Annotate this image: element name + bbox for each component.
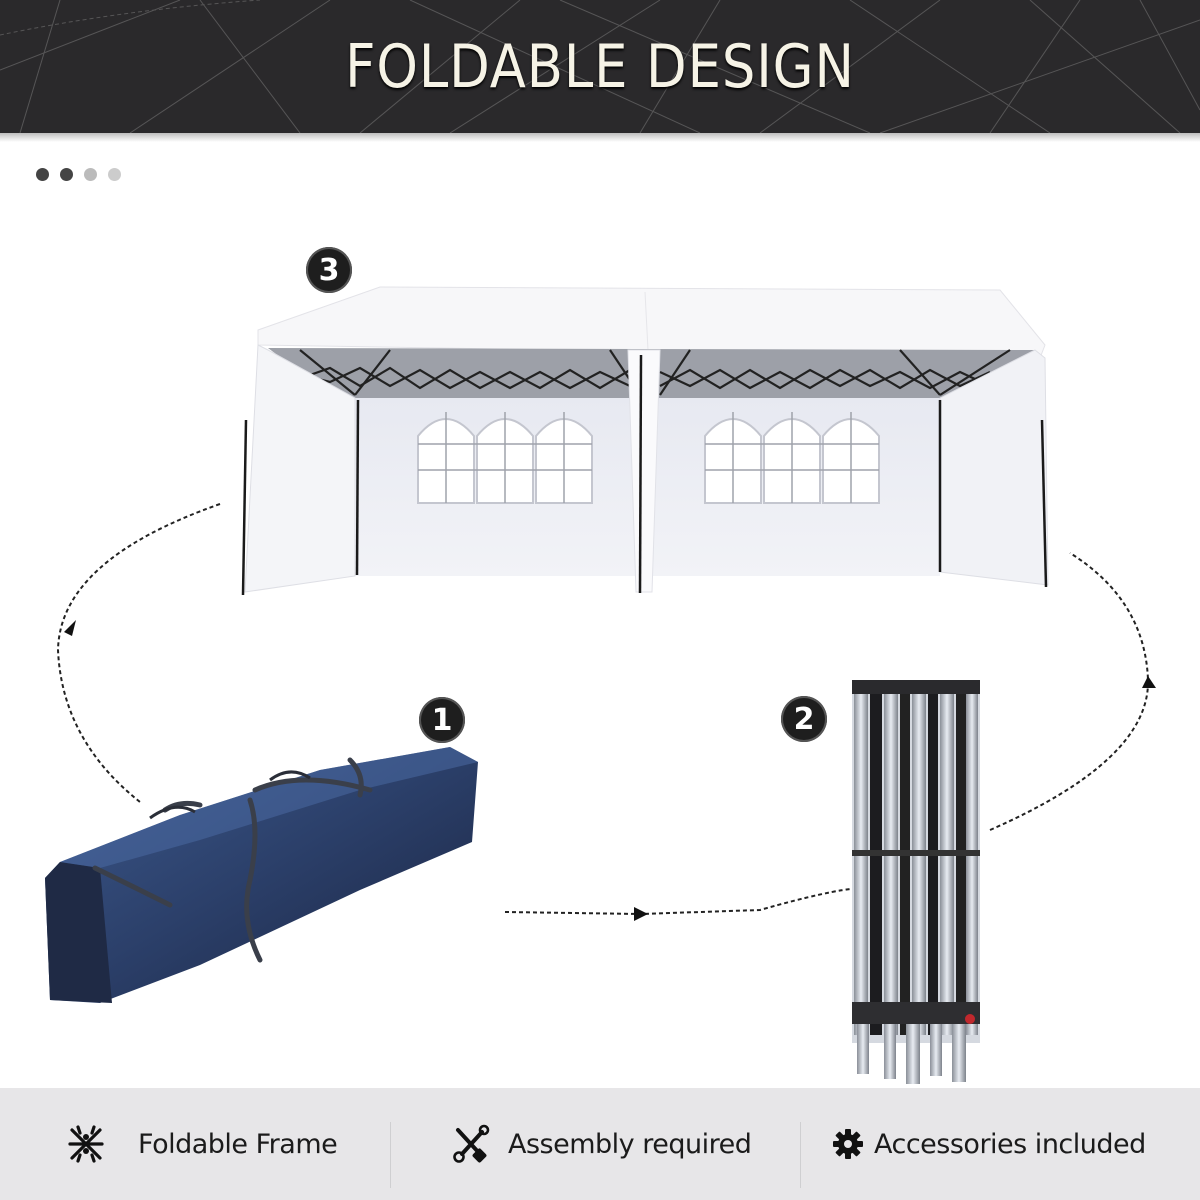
folded-frame-image [852,680,980,1084]
pager-dot-3[interactable] [84,168,97,181]
header-banner: FOLDABLE DESIGN [0,0,1200,133]
feature-assembly-required: Assembly required [448,1088,752,1200]
feature-divider [800,1122,801,1188]
banner-line-pattern [0,0,1200,133]
page-title: FOLDABLE DESIGN [345,31,855,102]
arrow-2-to-3 [989,552,1150,831]
banner-divider [0,133,1200,142]
arrowhead-icon [64,620,76,636]
step-badge-3: 3 [306,247,352,293]
features-bar [0,1088,1200,1200]
gear-icon [826,1122,870,1166]
pager-dot-4[interactable] [108,168,121,181]
tools-icon [448,1122,492,1166]
carry-bag-image [45,747,478,1003]
feature-divider [390,1122,391,1188]
feature-accessories-included: Accessories included [826,1088,1146,1200]
image-pager [36,168,121,181]
feature-label: Foldable Frame [138,1128,338,1160]
illustration-canvas [45,286,1156,1084]
product-illustration-area: 3 1 2 [0,142,1200,1088]
feature-foldable-frame: Foldable Frame [64,1088,338,1200]
arrowhead-icon [1142,676,1156,688]
step-badge-1: 1 [419,697,465,743]
assembled-tent-image [241,286,1049,596]
arrow-3-to-1 [56,503,221,803]
feature-label: Accessories included [874,1128,1146,1160]
arrowhead-icon [634,907,648,921]
foldable-frame-icon [64,1122,108,1166]
step-badge-2: 2 [781,696,827,742]
pager-dot-1[interactable] [36,168,49,181]
arrow-1-to-2 [504,887,861,916]
pager-dot-2[interactable] [60,168,73,181]
feature-label: Assembly required [508,1128,752,1160]
